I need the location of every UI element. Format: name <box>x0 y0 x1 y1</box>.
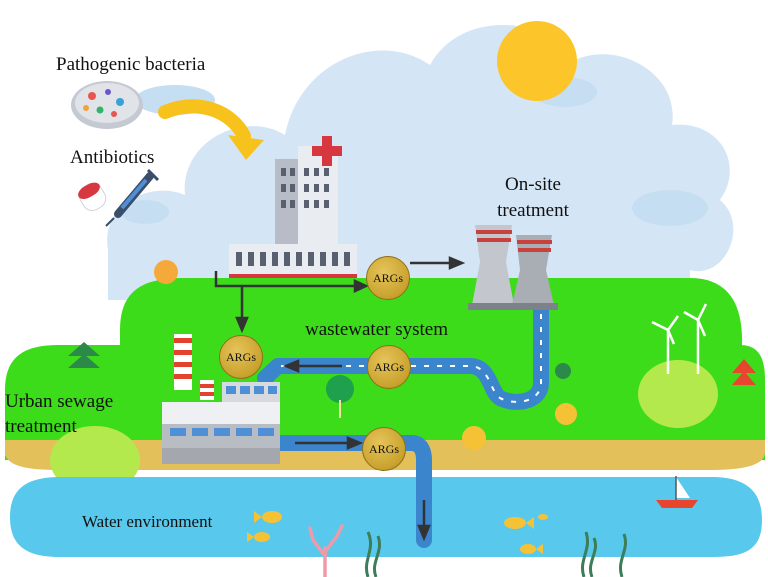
fish-icon <box>247 511 548 554</box>
flow-arrows <box>214 256 466 542</box>
onsite-treatment-label: On-site treatment <box>497 174 569 221</box>
tree-icon <box>68 260 756 450</box>
wind-turbine-icon <box>651 303 708 374</box>
antibiotics-label: Antibiotics <box>70 147 155 168</box>
pipe-dashes <box>280 314 542 403</box>
cooling-towers-icon <box>468 225 558 310</box>
args-node-hospital: ARGs <box>366 256 410 300</box>
water-body <box>10 477 762 557</box>
petri-dish-icon <box>71 81 143 129</box>
args-node-urban-inflow: ARGs <box>219 335 263 379</box>
pathogenic-bacteria-label: Pathogenic bacteria <box>56 54 206 75</box>
water-environment-label: Water environment <box>82 512 213 531</box>
syringe-icon <box>105 168 160 227</box>
yellow-arrow-icon <box>158 99 264 160</box>
seaweed-icon <box>365 531 627 577</box>
coral-icon <box>308 524 344 577</box>
boat-icon <box>656 476 698 508</box>
urban-sewage-treatment-label: Urban sewage treatment <box>5 391 114 437</box>
wastewater-system-label: wastewater system <box>305 319 448 340</box>
sun-icon <box>497 21 577 101</box>
treatment-plant-icon <box>162 334 280 464</box>
hospital-icon <box>229 136 357 278</box>
pill-icon <box>78 182 107 211</box>
args-node-wastewater: ARGs <box>367 345 411 389</box>
sky-cloud <box>107 25 734 300</box>
args-node-discharge: ARGs <box>362 427 406 471</box>
